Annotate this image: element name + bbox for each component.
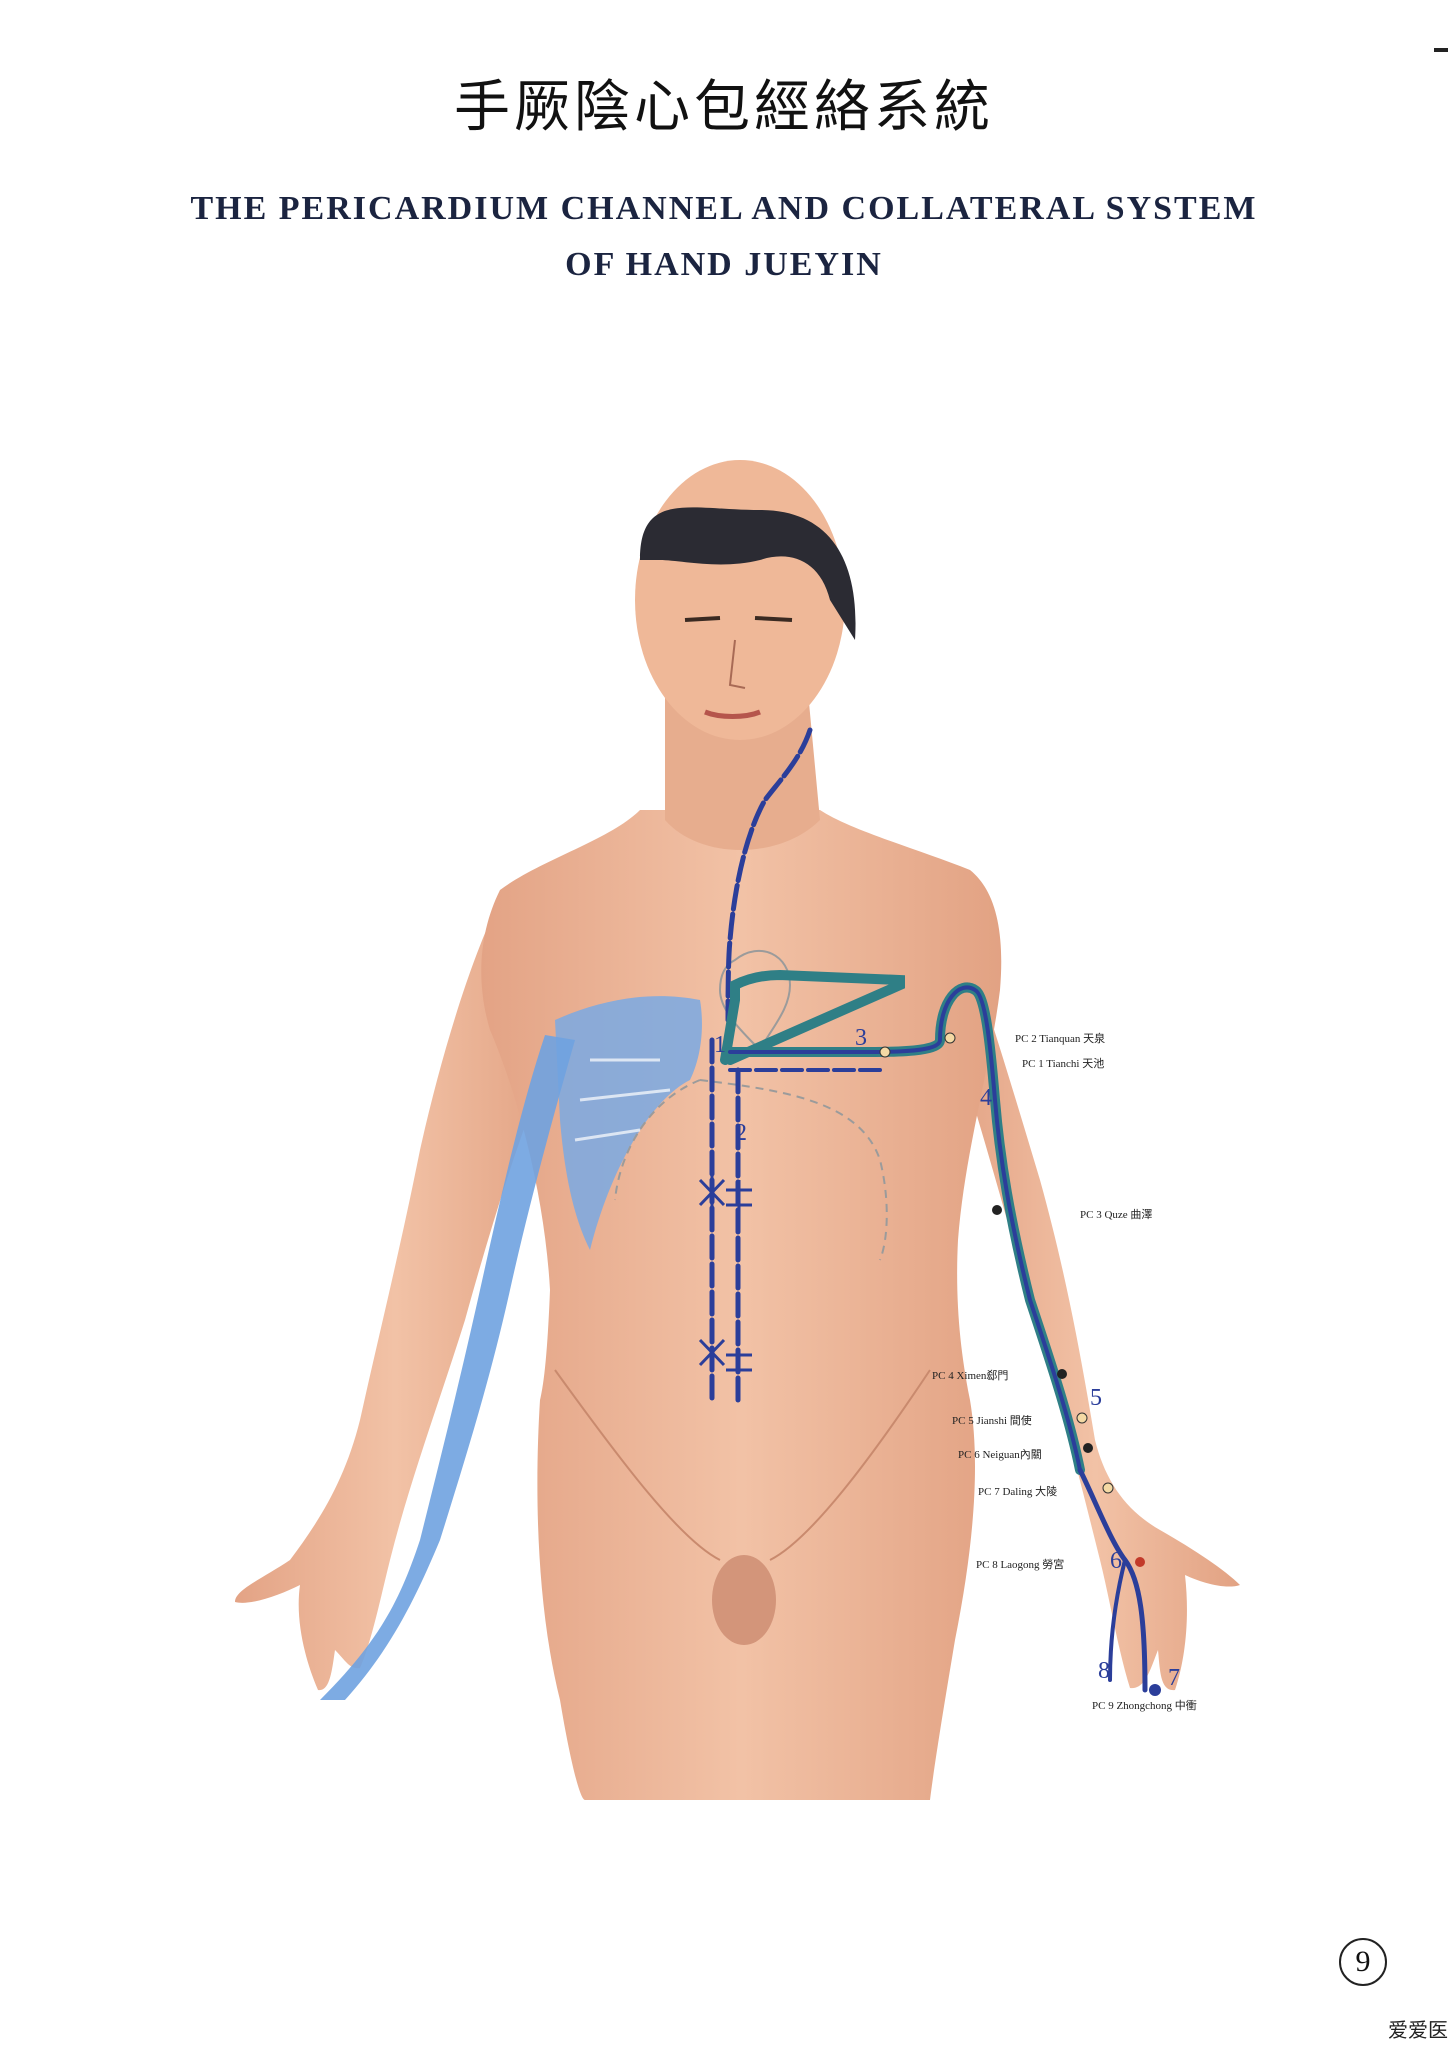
acupoint-pc9 <box>1149 1684 1161 1696</box>
english-title-line-2: OF HAND JUEYIN <box>565 246 883 283</box>
chinese-title: 手厥陰心包經絡系統 <box>454 75 994 140</box>
acupoint-pc6 <box>1083 1443 1093 1453</box>
label-pc7: PC 7 Daling 大陵 <box>978 1486 1058 1498</box>
acupoint-pc8 <box>1135 1557 1145 1567</box>
body-figure <box>235 460 1240 1800</box>
acupoint-pc7 <box>1102 1482 1114 1494</box>
acupoints <box>879 1032 1161 1696</box>
route-number-5: 5 <box>1090 1385 1102 1411</box>
acupoint-pc3 <box>992 1205 1002 1215</box>
route-numbers: 1 2 3 4 5 6 7 8 <box>714 1025 1180 1691</box>
label-pc2: PC 2 Tianquan 天泉 <box>1015 1033 1106 1045</box>
route-number-4: 4 <box>980 1085 992 1111</box>
route-number-1: 1 <box>714 1032 726 1058</box>
acupoint-pc4 <box>1057 1369 1067 1379</box>
route-number-3: 3 <box>855 1025 867 1051</box>
page-number: 9 <box>1339 1938 1387 1986</box>
watermark: 爱爱医 <box>1388 2018 1448 2042</box>
muscle-channel-illustration <box>320 996 702 1700</box>
label-pc8: PC 8 Laogong 勞宮 <box>976 1559 1065 1571</box>
label-pc4: PC 4 Ximen郄門 <box>932 1370 1009 1382</box>
route-number-2: 2 <box>735 1120 747 1146</box>
label-pc1: PC 1 Tianchi 天池 <box>1022 1058 1105 1070</box>
pericardium-channel-paths <box>709 727 1148 1693</box>
acupoint-pc2 <box>944 1032 956 1044</box>
route-number-6: 6 <box>1110 1548 1122 1574</box>
label-pc9: PC 9 Zhongchong 中衝 <box>1092 1700 1197 1712</box>
route-number-7: 7 <box>1168 1665 1180 1691</box>
acupoint-pc5 <box>1076 1412 1088 1424</box>
label-pc3: PC 3 Quze 曲澤 <box>1080 1209 1153 1221</box>
corner-mark <box>1434 48 1448 52</box>
label-pc5: PC 5 Jianshi 間使 <box>952 1415 1032 1427</box>
acupoint-pc1 <box>879 1046 891 1058</box>
collateral-markers <box>698 1175 752 1372</box>
english-title-line-1: THE PERICARDIUM CHANNEL AND COLLATERAL S… <box>190 190 1258 227</box>
route-number-8: 8 <box>1098 1658 1110 1684</box>
label-pc6: PC 6 Neiguan內關 <box>958 1449 1042 1461</box>
